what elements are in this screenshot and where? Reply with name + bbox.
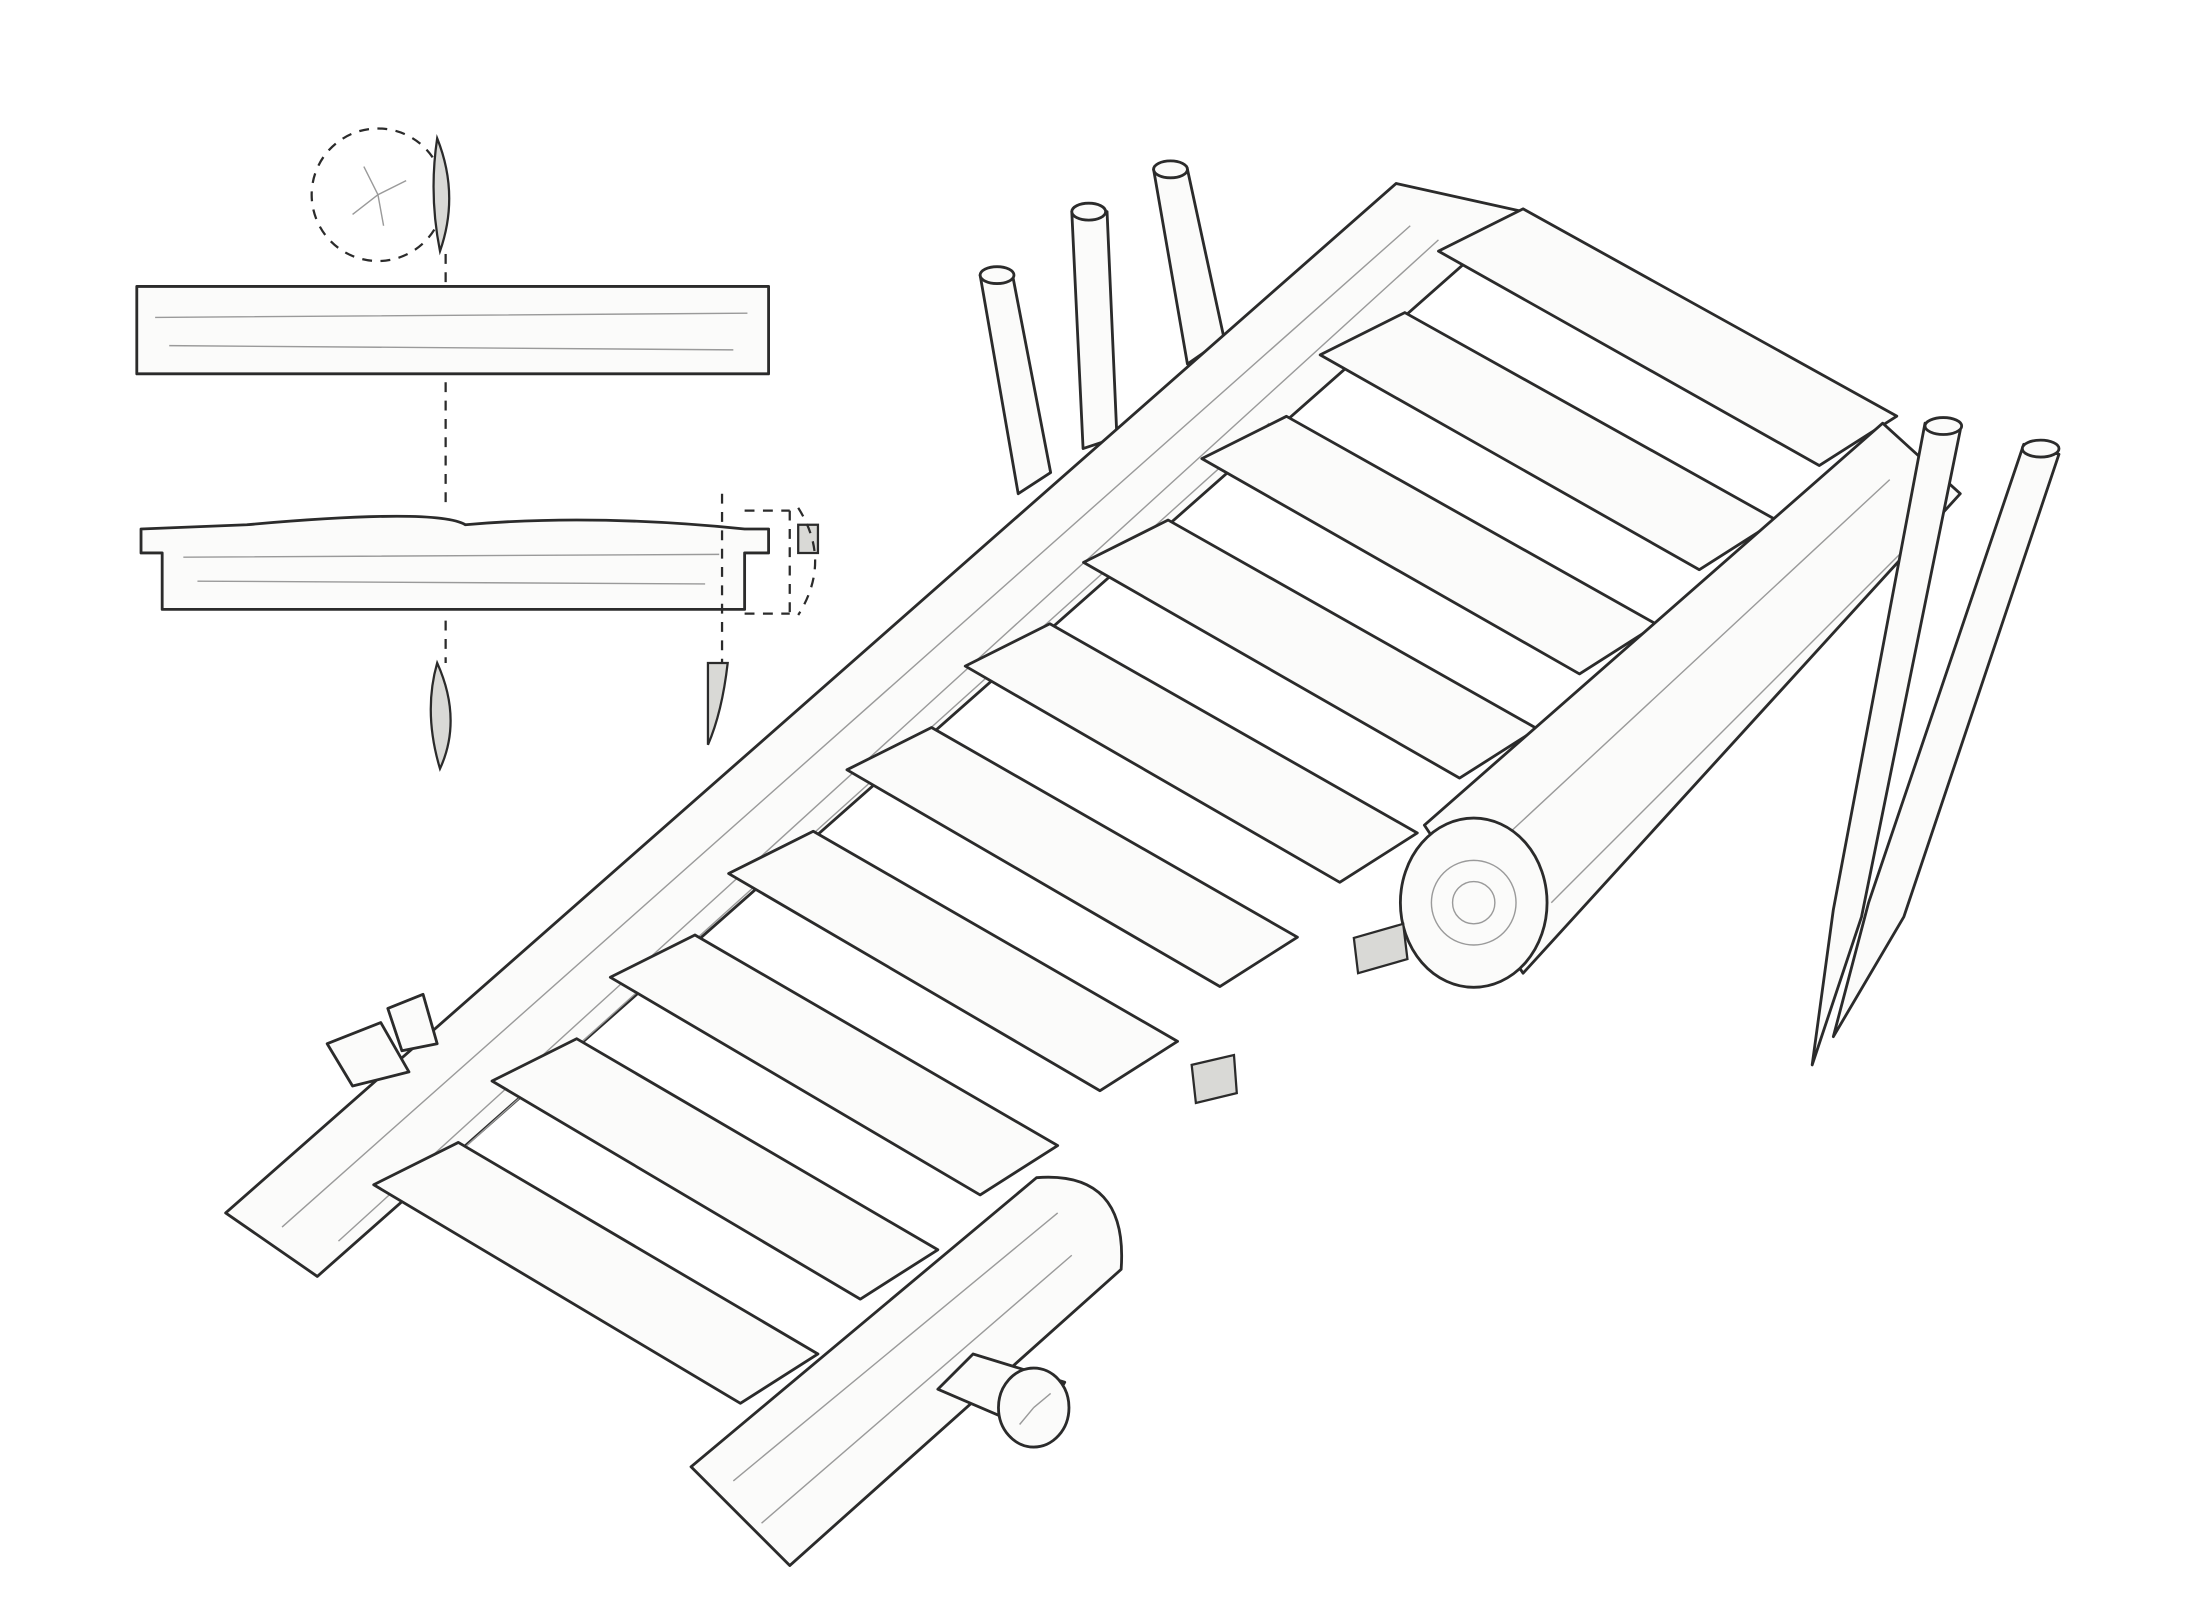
tread-board [727, 829, 1179, 1093]
tenon [1352, 922, 1409, 975]
side-peg [325, 1021, 411, 1088]
wedge-section-left [429, 659, 452, 772]
stake [1152, 167, 1226, 366]
tread-board [372, 1141, 820, 1405]
board-side-view [135, 285, 770, 376]
tread-board [845, 726, 1299, 988]
front-log [689, 1175, 1124, 1567]
right-rail-log [1190, 421, 1962, 1105]
split-slab-section [432, 134, 451, 256]
stake [1070, 210, 1119, 451]
wedge-section-right [706, 661, 729, 746]
tread-board [963, 622, 1419, 884]
detail-views [135, 127, 820, 772]
treads [372, 207, 1899, 1405]
pencils [1810, 416, 2061, 1067]
tread-board [1437, 207, 1899, 467]
side-peg [386, 992, 439, 1053]
tread-board [490, 1037, 940, 1301]
tread-board [608, 933, 1060, 1197]
stake [978, 273, 1053, 496]
log-end-grain [1398, 816, 1549, 989]
board-tenon-view [139, 514, 771, 611]
tenon [1190, 1053, 1238, 1105]
